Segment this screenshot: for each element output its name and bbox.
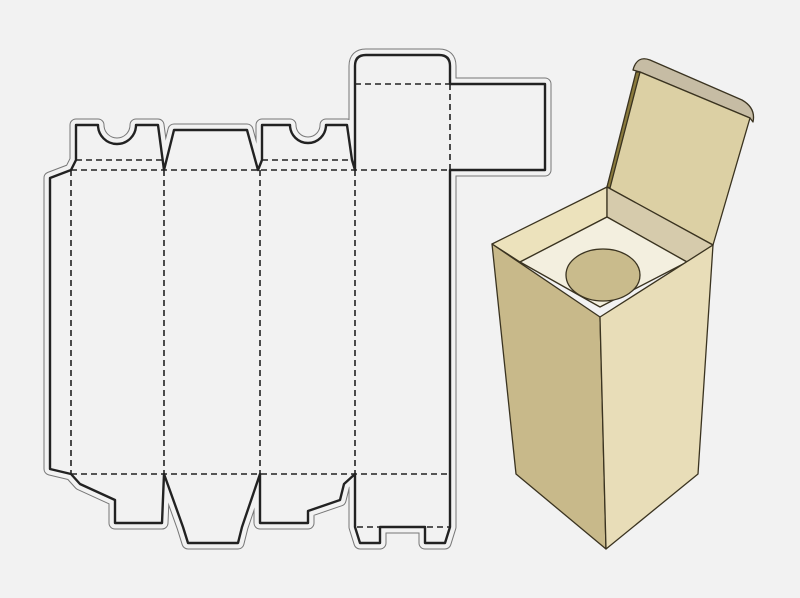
box-insert-hole (565, 248, 641, 302)
folded-box-3d (491, 58, 755, 550)
fold-lines (70, 83, 451, 528)
dieline-cut-line (48, 53, 547, 545)
box-front-right-face (599, 244, 714, 550)
dieline (43, 48, 552, 550)
